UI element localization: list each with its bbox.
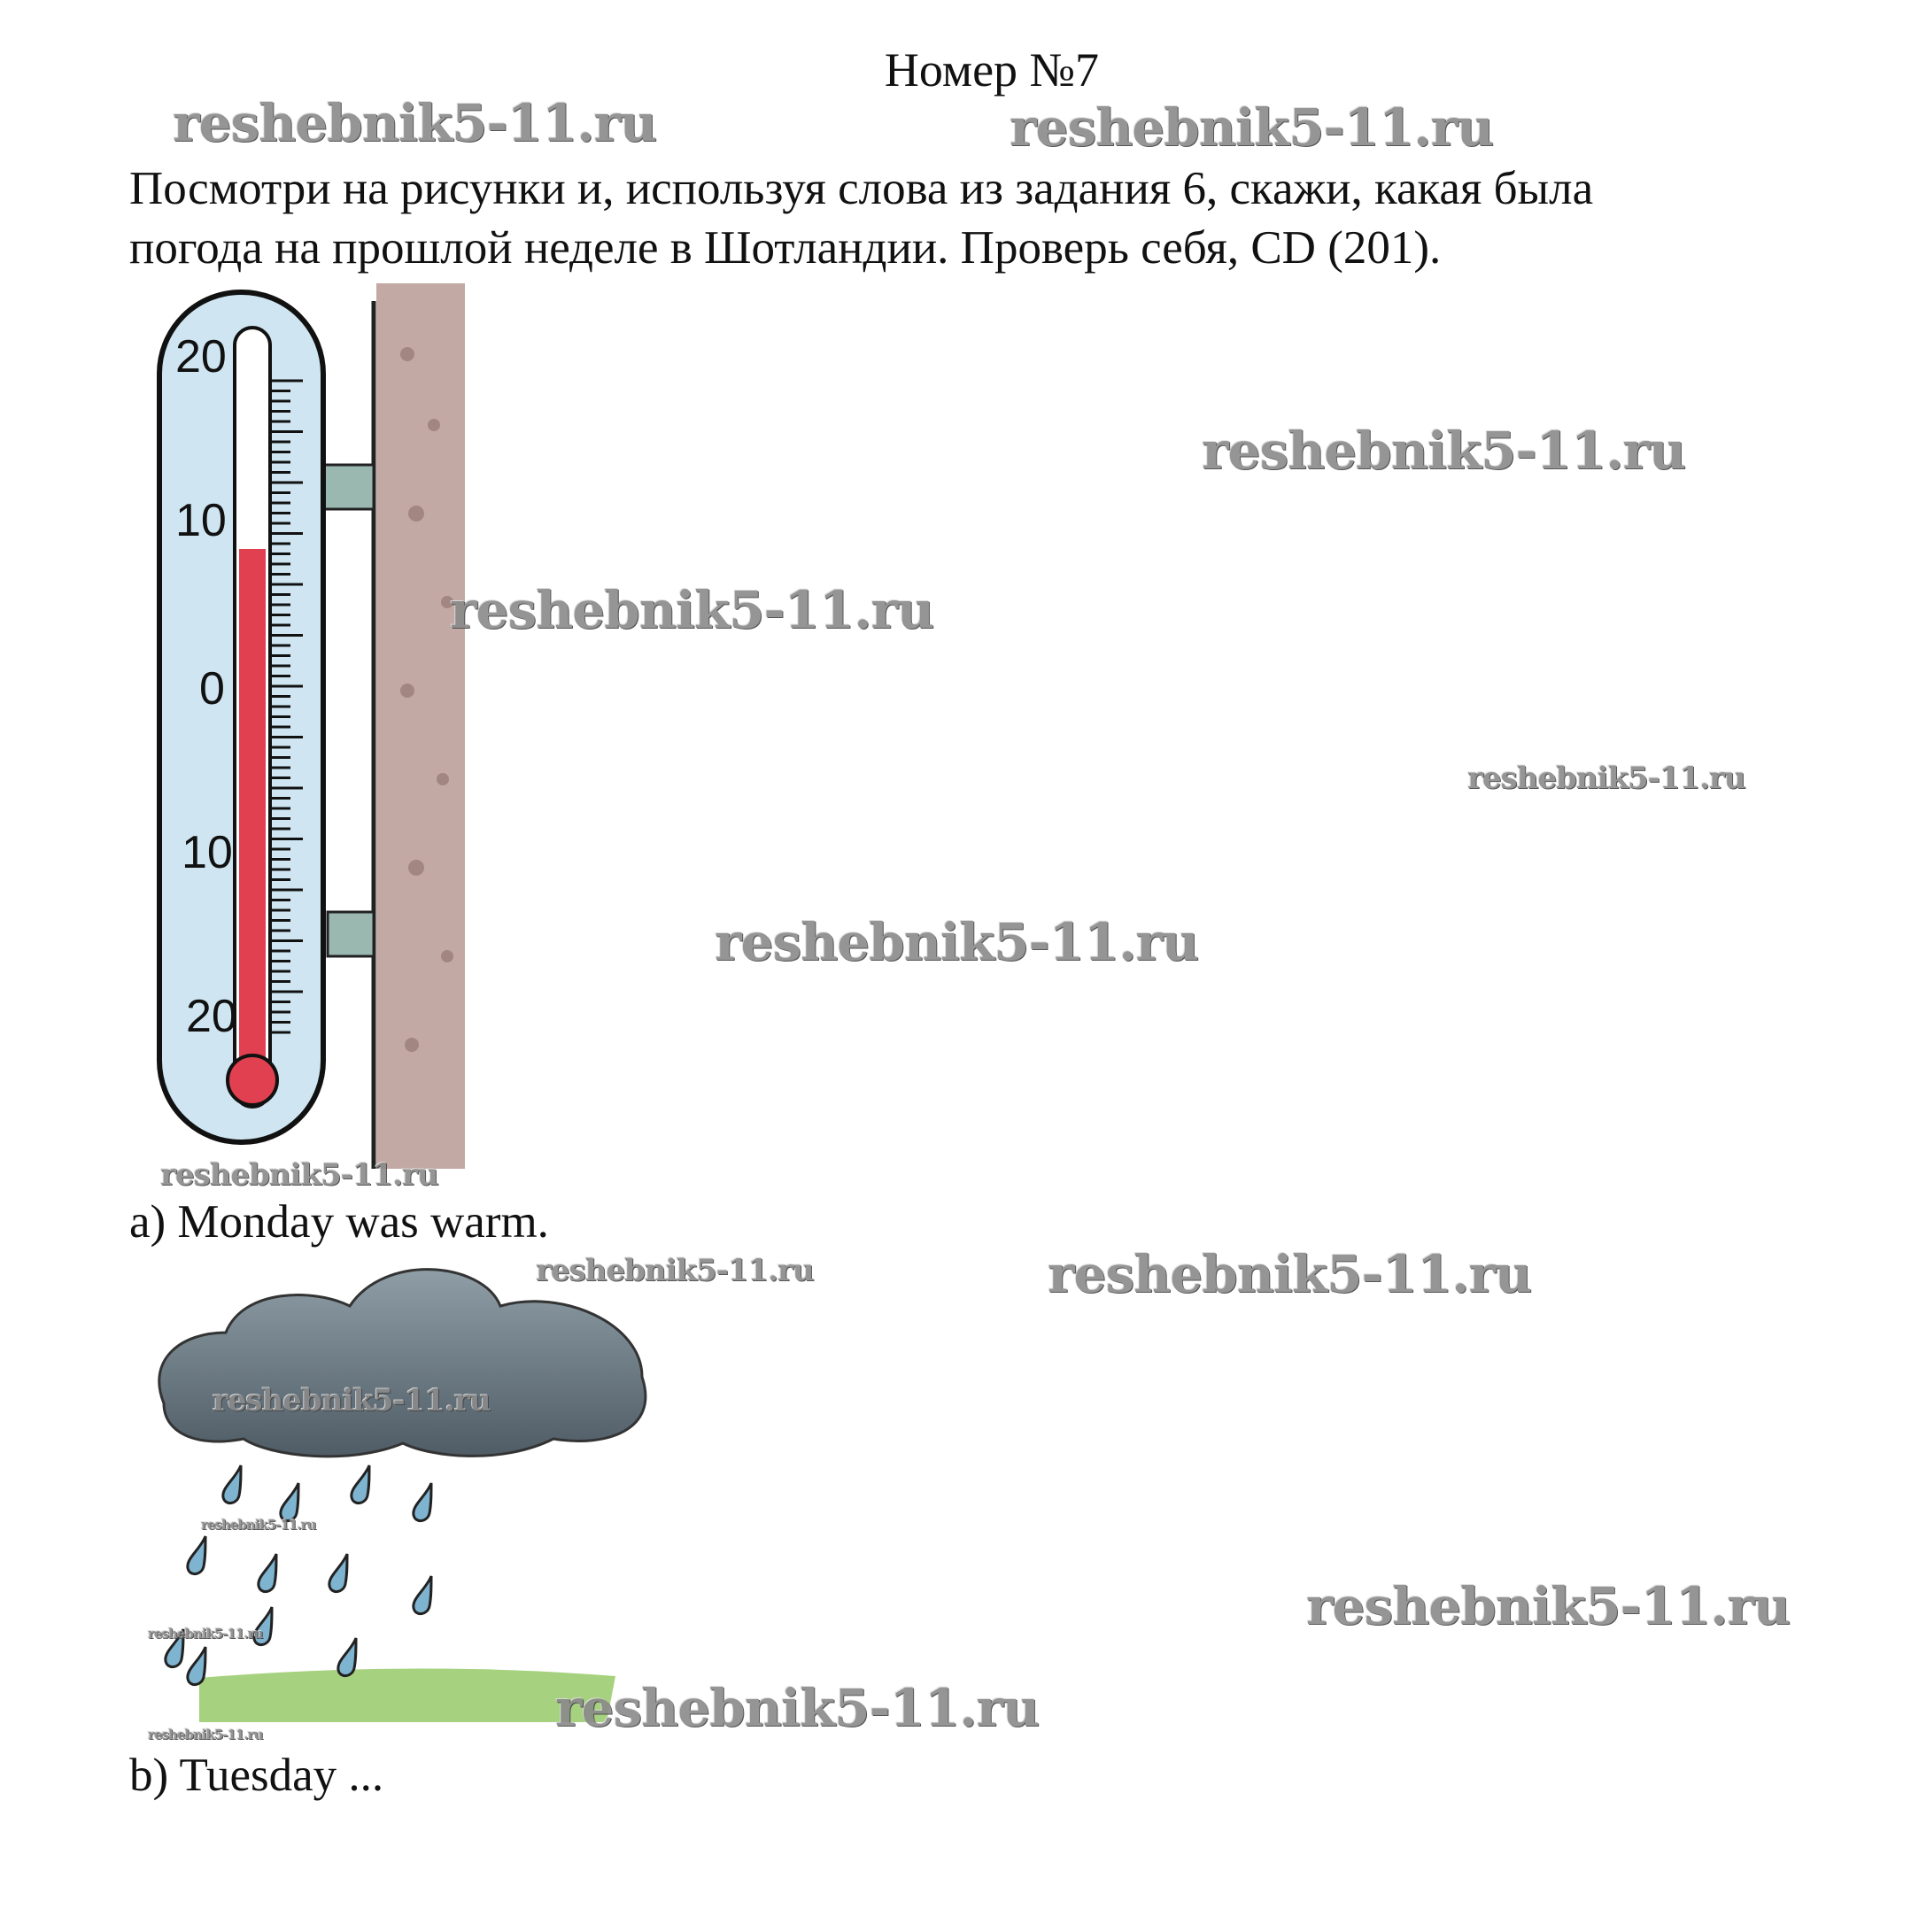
watermark: reshebnik5-11.ru: [173, 93, 657, 153]
watermark: reshebnik5-11.ru: [1306, 1576, 1791, 1636]
watermark: reshebnik5-11.ru: [1010, 97, 1494, 158]
instruction-text: Посмотри на рисунки и, используя слова и…: [129, 159, 1812, 278]
scale-label-20-bottom: 20: [186, 991, 237, 1042]
instruction-line-1: Посмотри на рисунки и, используя слова и…: [129, 163, 1594, 214]
watermark: reshebnik5-11.ru: [536, 1253, 815, 1288]
raindrop: [337, 1637, 358, 1677]
raindrop: [257, 1553, 278, 1593]
mercury-column: [239, 549, 266, 1080]
wall: [376, 283, 465, 1169]
watermark: reshebnik5-11.ru: [1467, 761, 1746, 796]
raindrop: [279, 1482, 300, 1522]
rain-cloud-illustration: [158, 1268, 647, 1722]
watermark: reshebnik5-11.ru: [160, 1157, 439, 1193]
watermark: reshebnik5-11.ru: [1202, 421, 1686, 481]
raindrop: [252, 1606, 274, 1646]
instruction-line-2: погода на прошлой неделе в Шотландии. Пр…: [129, 222, 1442, 274]
raindrop: [186, 1646, 207, 1686]
watermark: reshebnik5-11.ru: [201, 1517, 316, 1533]
raindrop: [328, 1553, 349, 1593]
raindrop: [412, 1482, 433, 1522]
raindrop: [221, 1464, 243, 1504]
scale-label-0: 0: [199, 663, 225, 715]
thermometer-illustration: 20 10 0 10 20: [157, 283, 465, 1169]
scale-label-10-top: 10: [175, 495, 227, 546]
watermark: reshebnik5-11.ru: [555, 1678, 1040, 1738]
watermark: reshebnik5-11.ru: [450, 580, 934, 640]
watermark: reshebnik5-11.ru: [148, 1626, 263, 1642]
raindrop: [350, 1464, 371, 1504]
caption-monday: a) Monday was warm.: [129, 1196, 549, 1248]
watermark: reshebnik5-11.ru: [1048, 1244, 1532, 1304]
raindrop: [412, 1575, 433, 1615]
raindrop: [186, 1535, 207, 1575]
scale-label-20-top: 20: [175, 331, 227, 383]
caption-tuesday: b) Tuesday ...: [129, 1750, 384, 1801]
raindrop: [164, 1628, 185, 1668]
watermark: reshebnik5-11.ru: [715, 912, 1199, 972]
cloud: [158, 1268, 647, 1458]
scale-label-10-bottom: 10: [182, 827, 233, 878]
watermark: reshebnik5-11.ru: [148, 1727, 263, 1743]
watermark: reshebnik5-11.ru: [213, 1383, 491, 1418]
grass: [199, 1668, 615, 1722]
page-title: Номер №7: [884, 43, 1100, 97]
